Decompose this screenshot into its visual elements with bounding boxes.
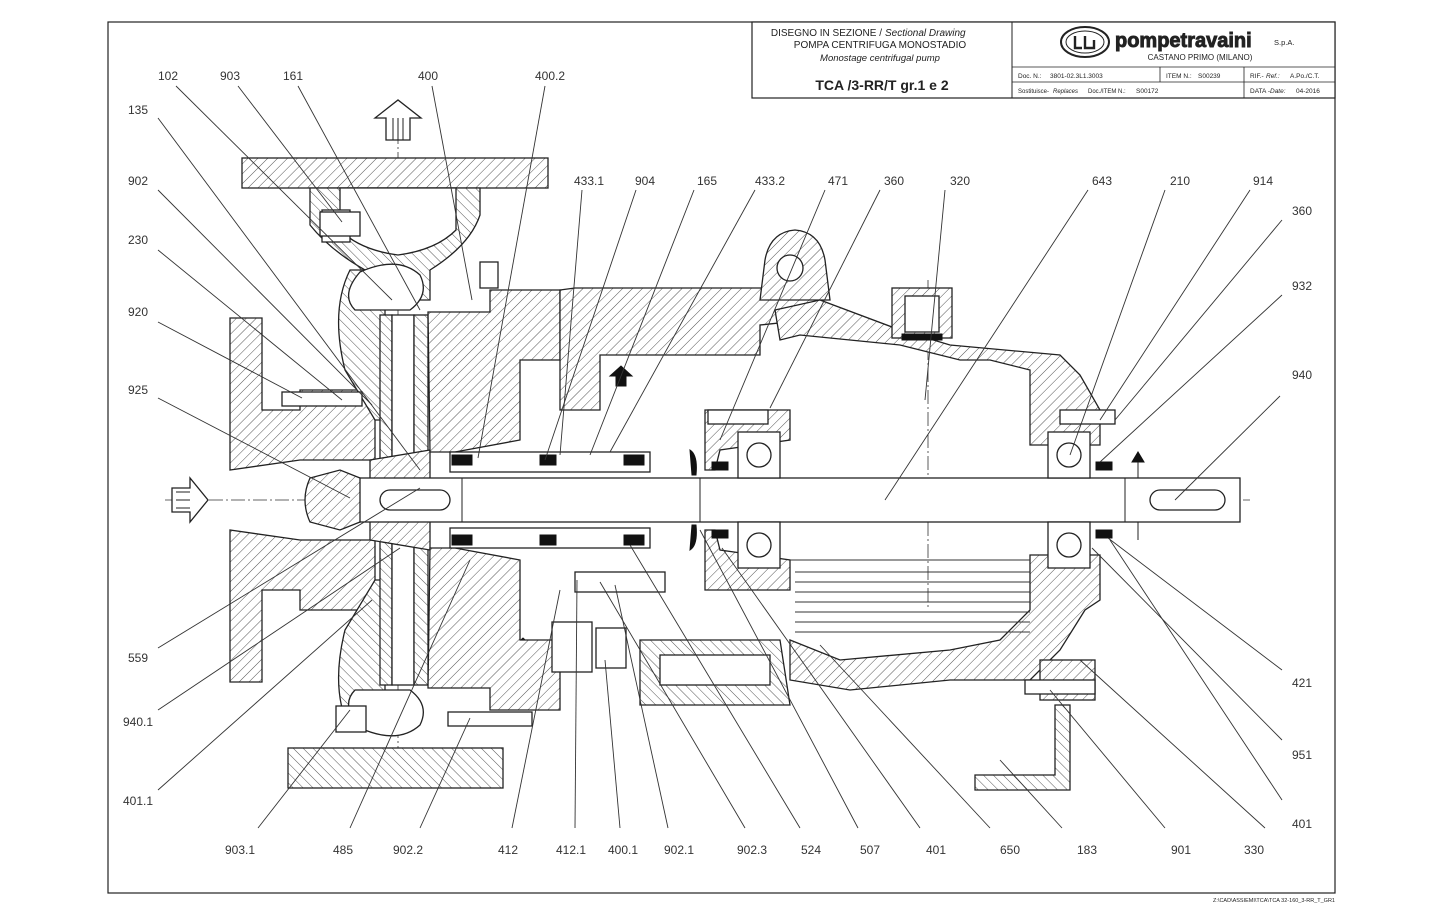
- company-name: pompetravaini: [1115, 30, 1252, 52]
- part-label-524: 524: [801, 843, 821, 857]
- doc-number-label: Doc. N.:: [1018, 73, 1042, 80]
- company-suffix: S.p.A.: [1274, 38, 1294, 47]
- replaces-label-italian: Sostituisce-: [1018, 89, 1049, 95]
- title-block: DISEGNO IN SEZIONE / Sectional Drawing P…: [751, 21, 1336, 99]
- part-label-902-3: 902.3: [737, 843, 767, 857]
- part-label-421: 421: [1292, 676, 1312, 690]
- part-label-320: 320: [950, 174, 970, 188]
- part-label-903-1: 903.1: [225, 843, 255, 857]
- part-label-559: 559: [128, 651, 148, 665]
- file-path: Z:\CAD\ASSIEMI\TCA\TCA 32-160_3-RR_T_GR1: [1213, 898, 1335, 904]
- part-label-230: 230: [128, 233, 148, 247]
- doc-number-value: 3801-02.3L1.3003: [1050, 73, 1103, 80]
- part-label-901: 901: [1171, 843, 1191, 857]
- part-label-433-2: 433.2: [755, 174, 785, 188]
- pump-shaft: [359, 477, 1241, 523]
- part-label-920: 920: [128, 305, 148, 319]
- heading-english: Sectional Drawing: [885, 28, 966, 39]
- part-label-902-1: 902.1: [664, 843, 694, 857]
- bolts: [281, 211, 1116, 733]
- ref-label-italian: RIF.-: [1250, 73, 1264, 80]
- ref-label-english: Ref.:: [1266, 73, 1280, 80]
- date-label-english: Date:: [1270, 88, 1286, 95]
- part-label-401-1: 401.1: [123, 794, 153, 808]
- ref-value: A.Po./C.T.: [1290, 73, 1319, 80]
- rotation-arrow-icon: [1131, 451, 1145, 463]
- part-label-400-1: 400.1: [608, 843, 638, 857]
- date-label-italian: DATA -: [1250, 88, 1270, 95]
- part-label-471: 471: [828, 174, 848, 188]
- part-label-643: 643: [1092, 174, 1112, 188]
- pump-drawing: [165, 99, 1250, 791]
- part-label-102: 102: [158, 69, 178, 83]
- part-label-507: 507: [860, 843, 880, 857]
- item-number-value: S00239: [1198, 73, 1221, 80]
- replaces-label-english: Replaces: [1053, 89, 1078, 95]
- subtitle-english: Monostage centrifugal pump: [820, 53, 940, 64]
- part-label-485: 485: [333, 843, 353, 857]
- part-label-433-1: 433.1: [574, 174, 604, 188]
- company-logo: [1060, 26, 1110, 58]
- part-label-914: 914: [1253, 174, 1273, 188]
- oil-filler-plug: [891, 287, 953, 341]
- part-label-360-top: 360: [884, 174, 904, 188]
- part-labels: 102 903 161 400 400.2 433.1 904 165 433.…: [123, 69, 1312, 857]
- part-label-400-2: 400.2: [535, 69, 565, 83]
- part-label-932: 932: [1292, 279, 1312, 293]
- part-label-401-bottom: 401: [926, 843, 946, 857]
- part-label-183: 183: [1077, 843, 1097, 857]
- part-label-412: 412: [498, 843, 518, 857]
- item-number-label: ITEM N.:: [1166, 73, 1192, 80]
- part-label-360-right: 360: [1292, 204, 1312, 218]
- oil-chamber: [790, 559, 1030, 633]
- bearing-pump-side: [737, 431, 781, 569]
- part-label-650: 650: [1000, 843, 1020, 857]
- part-label-400: 400: [418, 69, 438, 83]
- part-label-940: 940: [1292, 368, 1312, 382]
- leader-lines: [157, 85, 1283, 829]
- replaces-value: S00172: [1136, 88, 1159, 95]
- mechanical-seal: [449, 451, 651, 549]
- part-label-925: 925: [128, 383, 148, 397]
- part-label-940-1: 940.1: [123, 715, 153, 729]
- part-label-165: 165: [697, 174, 717, 188]
- part-label-903: 903: [220, 69, 240, 83]
- bearing-drive-side: [1047, 431, 1091, 569]
- part-label-210: 210: [1170, 174, 1190, 188]
- part-label-902: 902: [128, 174, 148, 188]
- part-label-330: 330: [1244, 843, 1264, 857]
- part-label-161: 161: [283, 69, 303, 83]
- part-label-951: 951: [1292, 748, 1312, 762]
- heading-italian: DISEGNO IN SEZIONE /: [771, 28, 882, 39]
- part-label-412-1: 412.1: [556, 843, 586, 857]
- company-location: CASTANO PRIMO (MILANO): [1148, 53, 1253, 62]
- model-designation: TCA /3-RR/T gr.1 e 2: [815, 77, 949, 93]
- deflector: [689, 449, 697, 551]
- part-label-904: 904: [635, 174, 655, 188]
- part-label-135: 135: [128, 103, 148, 117]
- part-label-902-2: 902.2: [393, 843, 423, 857]
- date-value: 04-2016: [1296, 88, 1320, 95]
- subtitle-italian: POMPA CENTRIFUGA MONOSTADIO: [794, 40, 967, 51]
- replaces-label-tail: Doc./ITEM N.:: [1088, 89, 1126, 95]
- part-label-401-right: 401: [1292, 817, 1312, 831]
- bearing-bracket: [559, 229, 1101, 791]
- drawing-border: [107, 21, 1336, 894]
